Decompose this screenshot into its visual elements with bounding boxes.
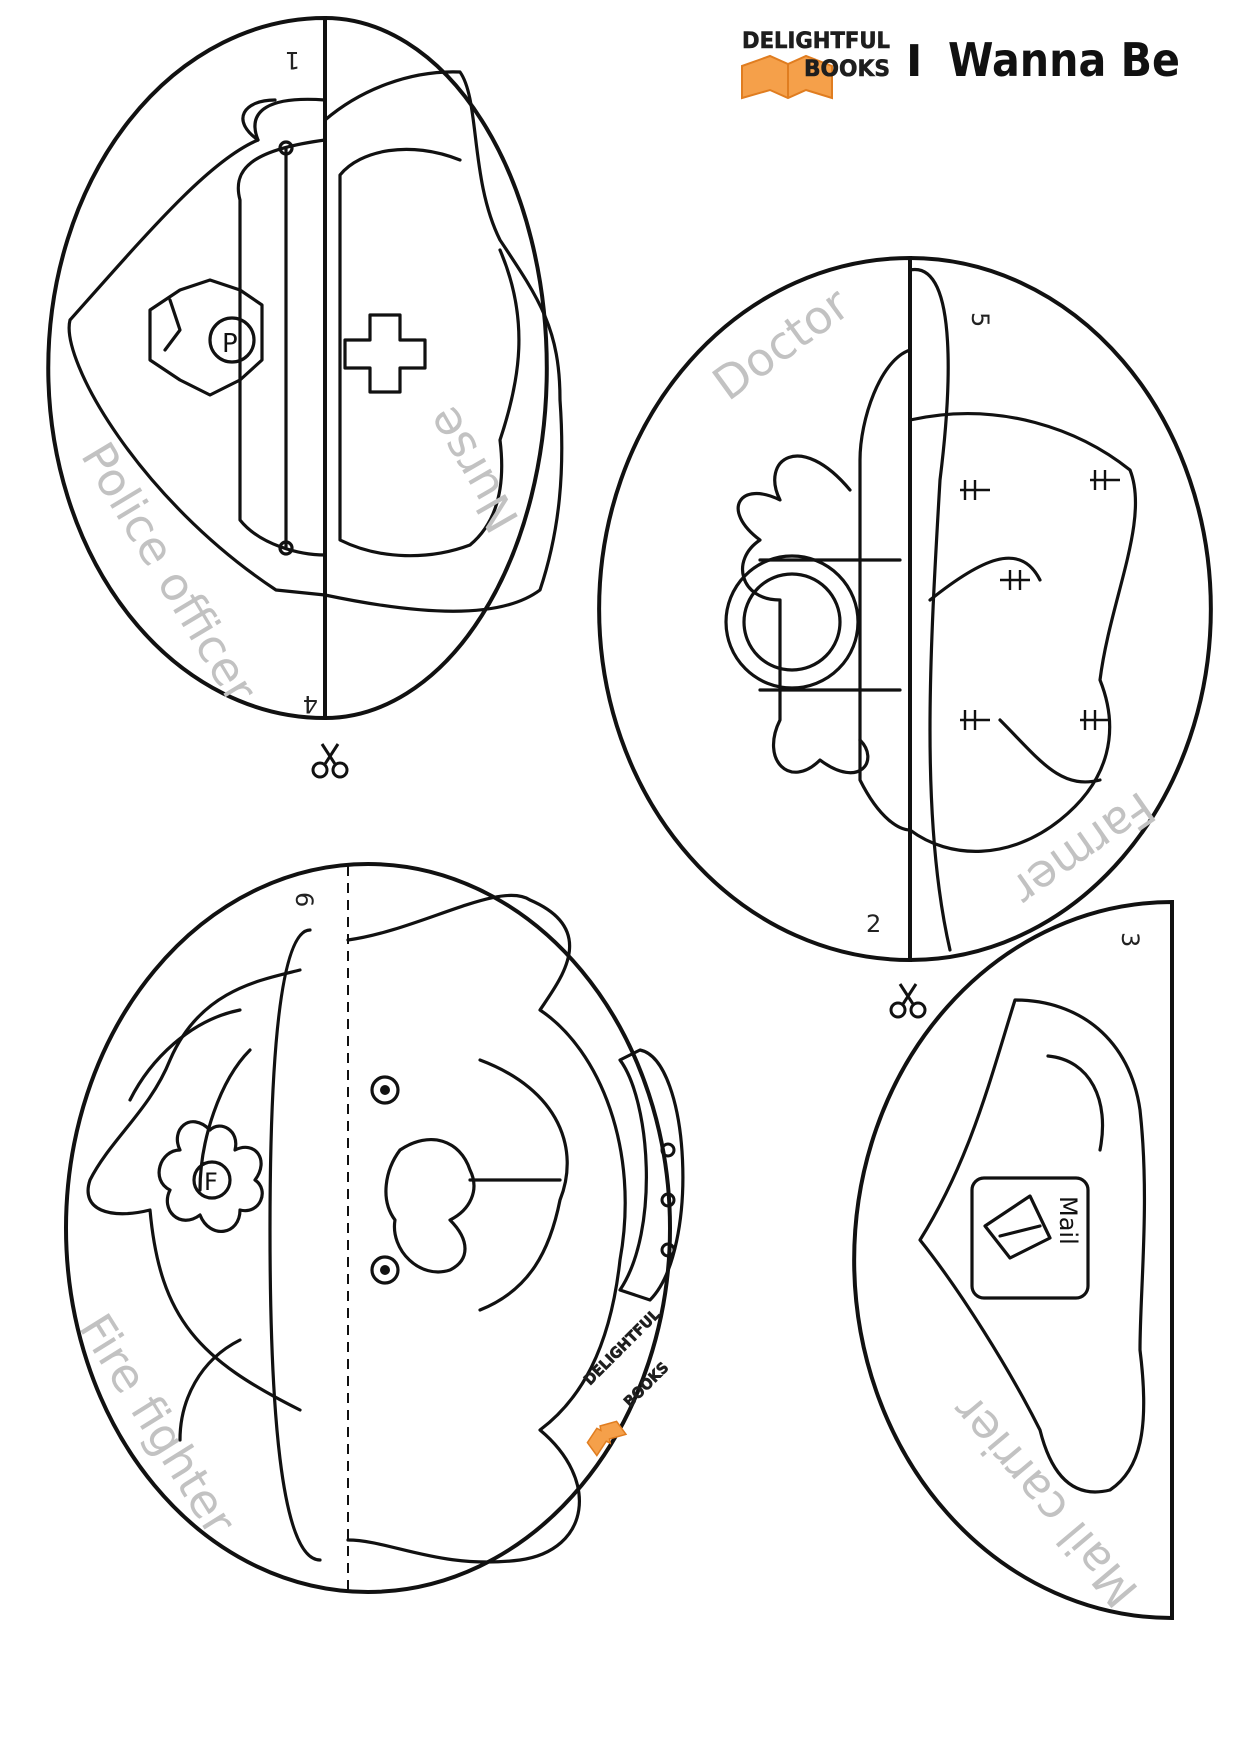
- book-icon: [741, 54, 833, 100]
- fire-helmet-drawing: F: [86, 928, 322, 1562]
- wheel2-number-bottom: 2: [866, 910, 881, 938]
- wheel-mail-carrier: Mail 3 Mail carrier: [852, 899, 1174, 1621]
- fire-badge-letter: F: [204, 1168, 218, 1196]
- bear-face-drawing: [346, 893, 685, 1564]
- book-icon: [586, 1420, 628, 1457]
- logo-text-line2: BOOKS: [804, 57, 890, 82]
- nurse-hat-drawing: [323, 70, 564, 613]
- mail-tag-label: Mail: [1054, 1196, 1082, 1245]
- header: DELIGHTFUL BOOKS I Wanna Be: [741, 29, 1180, 100]
- scissors-icon: [889, 983, 927, 1019]
- title-separator: I: [906, 36, 922, 87]
- doctor-mirror-drawing: [724, 348, 912, 832]
- wheel4-number: 3: [1116, 932, 1144, 947]
- mail-cap-drawing: [918, 998, 1147, 1494]
- wheel2-number-top: 5: [966, 312, 994, 327]
- wheel-doctor-farmer: 5 2 Doctor Farmer: [597, 255, 1213, 963]
- farmer-hat-drawing: [908, 268, 1138, 952]
- logo-text-line1: DELIGHTFUL: [742, 29, 890, 54]
- label-nurse: Nurse: [415, 398, 529, 542]
- mail-tag: Mail: [970, 1176, 1090, 1300]
- wheel3-number: 6: [290, 892, 318, 907]
- label-fire-fighter: Fire fighter: [69, 1304, 247, 1544]
- scissors-icon: [311, 743, 349, 779]
- wheel1-number-bottom: 4: [303, 690, 318, 718]
- label-mail-carrier: Mail carrier: [941, 1385, 1149, 1618]
- wheel1-number-top: 1: [285, 46, 300, 74]
- label-doctor: Doctor: [703, 277, 859, 411]
- wheel-fire-fighter: F DELIGHTFUL BOOKS 6 Fire fighter: [64, 862, 685, 1594]
- police-hat-drawing: P: [67, 97, 327, 597]
- police-badge-letter: P: [222, 329, 238, 359]
- page-title: Wanna Be: [948, 33, 1180, 87]
- wheel-police-nurse: P 1 4 Police officer Nurse: [46, 15, 564, 721]
